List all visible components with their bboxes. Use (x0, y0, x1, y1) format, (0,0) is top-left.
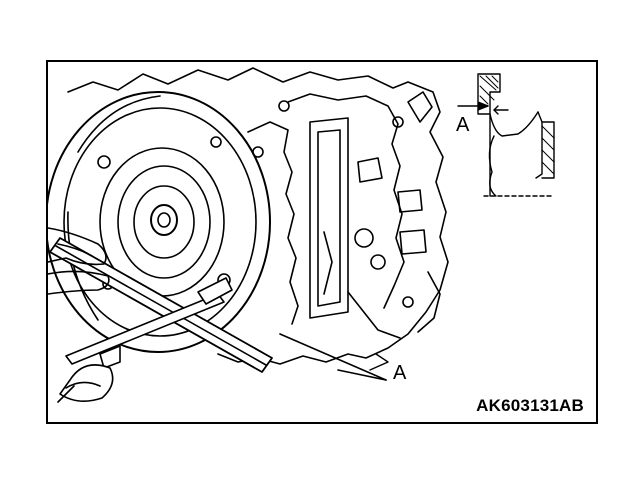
technical-illustration: A A AK603131AB (46, 60, 598, 424)
detail-callout-label: A (456, 114, 470, 136)
technician-hand (48, 227, 110, 295)
vernier-caliper (57, 277, 233, 403)
straightedge-tool (49, 237, 273, 373)
cross-section-detail (457, 73, 555, 197)
figure-code: AK603131AB (476, 396, 584, 415)
transmission-drawing (48, 67, 555, 403)
measurement-arrow-a (279, 333, 389, 381)
measurement-callout-label: A (393, 362, 407, 384)
torque-converter (48, 91, 271, 353)
transmission-housing (67, 67, 449, 365)
